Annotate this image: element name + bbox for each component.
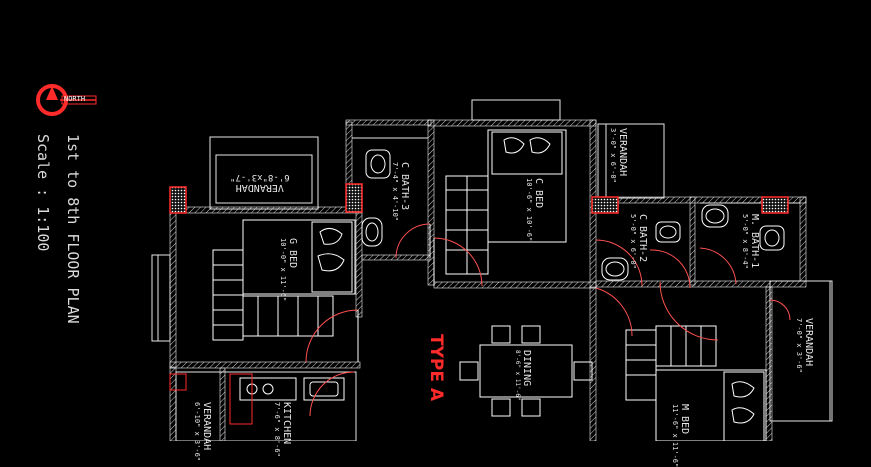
room-dims: 5'-0" x 6'-0"	[629, 214, 637, 269]
room-label-verandah-bottom-left: VERANDAH 6'-10" x 3'-6"	[193, 402, 212, 461]
door-swings	[305, 223, 791, 417]
plan-title: 1st to 8th FLOOR PLAN	[64, 134, 82, 324]
room-label-c-bath-3: C BATH-3 7'-4" x 4'-10"	[391, 162, 410, 221]
plan-scale: Scale : 1:100	[34, 134, 52, 252]
room-name: VERANDAH	[201, 402, 212, 451]
room-name: G BED	[287, 238, 298, 269]
room-name: KITCHEN	[281, 402, 292, 445]
room-name: M. BATH-1	[749, 214, 760, 269]
floor-plan-drawing	[36, 84, 833, 441]
room-dims: 7'-6" x 8'-6"	[273, 402, 281, 457]
room-name: VERANDAH	[803, 318, 814, 367]
kitchen-fixtures	[239, 377, 345, 401]
room-dims: 8'-6" x 11'-6"	[514, 350, 521, 401]
room-label-c-bath-2: C BATH-2 5'-0" x 6'-0"	[629, 214, 648, 269]
column-markers	[169, 183, 789, 425]
furniture	[212, 129, 767, 441]
room-label-kitchen: KITCHEN 7'-6" x 8'-6"	[273, 402, 292, 457]
bath-fixtures	[361, 149, 785, 281]
room-label-g-bed: G BED 10'-0" x 11'-6"	[279, 238, 298, 301]
outline-lines	[151, 99, 833, 441]
room-dims: 6'-8"x3'-7"	[230, 172, 290, 182]
room-label-verandah-top-right: VERANDAH 3'-0" x 6'-0"	[609, 128, 628, 183]
room-name: C BATH-2	[637, 214, 648, 263]
room-name: VERANDAH	[235, 182, 284, 193]
room-name: C BATH-3	[399, 162, 410, 211]
room-name: M BED	[679, 404, 690, 435]
north-label: NORTH	[64, 95, 86, 103]
room-name: VERANDAH	[617, 128, 628, 177]
room-dims: 3'-0" x 6'-0"	[609, 128, 617, 183]
room-label-m-bed: M BED 11'-6" x 11'-6"	[671, 404, 690, 467]
type-label: TYPE A	[426, 334, 446, 402]
room-label-c-bed: C BED 10'-6" x 10'-6"	[525, 178, 544, 241]
room-dims: 7'-4" x 4'-10"	[391, 162, 399, 222]
room-dims: 7'-0" x 3'-6"	[795, 318, 803, 373]
room-label-verandah-top-left: VERANDAH 6'-8"x3'-7"	[230, 172, 290, 193]
room-name: C BED	[533, 178, 544, 209]
room-dims: 10'-0" x 11'-6"	[279, 238, 287, 302]
room-dims: 10'-6" x 10'-6"	[525, 178, 533, 242]
room-label-dining: DINING 8'-6" x 11'-6"	[514, 350, 532, 401]
north-arrow-icon	[36, 84, 97, 116]
dining-table	[459, 325, 593, 417]
room-label-verandah-right: VERANDAH 7'-0" x 3'-6"	[795, 318, 814, 373]
room-dims: 11'-6" x 11'-6"	[671, 404, 679, 467]
room-dims: 5'-0" x 8'-4"	[741, 214, 749, 269]
room-dims: 6'-10" x 3'-6"	[193, 402, 201, 462]
room-label-m-bath-1: M. BATH-1 5'-0" x 8'-4"	[741, 214, 760, 269]
room-name: DINING	[521, 350, 532, 387]
